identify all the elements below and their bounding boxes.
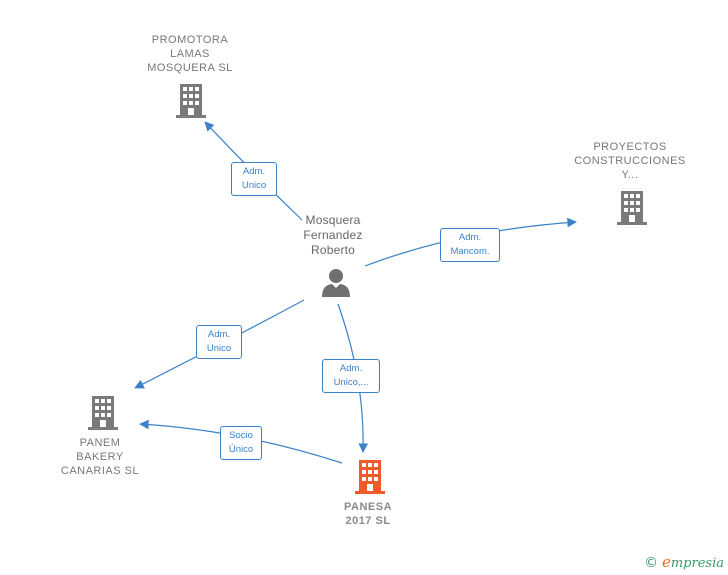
edge-label-line2: Unico,... xyxy=(333,377,369,388)
edge-label-line1: Adm. xyxy=(458,232,482,243)
edge-label-line2: Mancom. xyxy=(450,246,490,257)
building-icon-promotora xyxy=(176,84,206,118)
node-label-panesa[interactable]: PANESA 2017 SL xyxy=(343,501,393,527)
node-label-panem[interactable]: PANEM BAKERY CANARIAS SL xyxy=(60,437,140,477)
edge-label-line2: Único xyxy=(228,444,254,455)
edge-label-to-promotora: Adm. Unico xyxy=(231,162,277,196)
empresia-logo: ©empresia xyxy=(644,553,724,571)
edge-label-to-panem: Adm. Unico xyxy=(196,325,242,359)
building-icon-proyectos xyxy=(617,191,647,225)
edge-label-line1: Adm. xyxy=(207,329,231,340)
edge-label-panesa-to-panem: Socio Único xyxy=(220,426,262,460)
person-icon xyxy=(322,269,350,297)
edge-label-line2: Unico xyxy=(206,343,232,354)
brand-initial: e xyxy=(661,553,671,571)
edge-label-line2: Unico xyxy=(241,180,267,191)
building-icon-panem xyxy=(88,396,118,430)
node-label-person[interactable]: Mosquera Fernandez Roberto xyxy=(303,213,363,257)
edge-label-line1: Adm. xyxy=(242,166,266,177)
edge-label-line1: Adm. xyxy=(339,363,363,374)
building-icon-panesa xyxy=(355,460,385,494)
edge-label-to-panesa: Adm. Unico,... xyxy=(322,359,380,393)
brand-name: mpresia xyxy=(670,556,724,571)
edge-label-to-proyectos: Adm. Mancom. xyxy=(440,228,500,262)
edge-label-line1: Socio xyxy=(229,430,253,441)
node-label-proyectos[interactable]: PROYECTOS CONSTRUCCIONES Y... xyxy=(574,141,686,181)
node-label-promotora[interactable]: PROMOTORA LAMAS MOSQUERA SL xyxy=(147,34,233,74)
copyright-symbol: © xyxy=(643,555,658,571)
